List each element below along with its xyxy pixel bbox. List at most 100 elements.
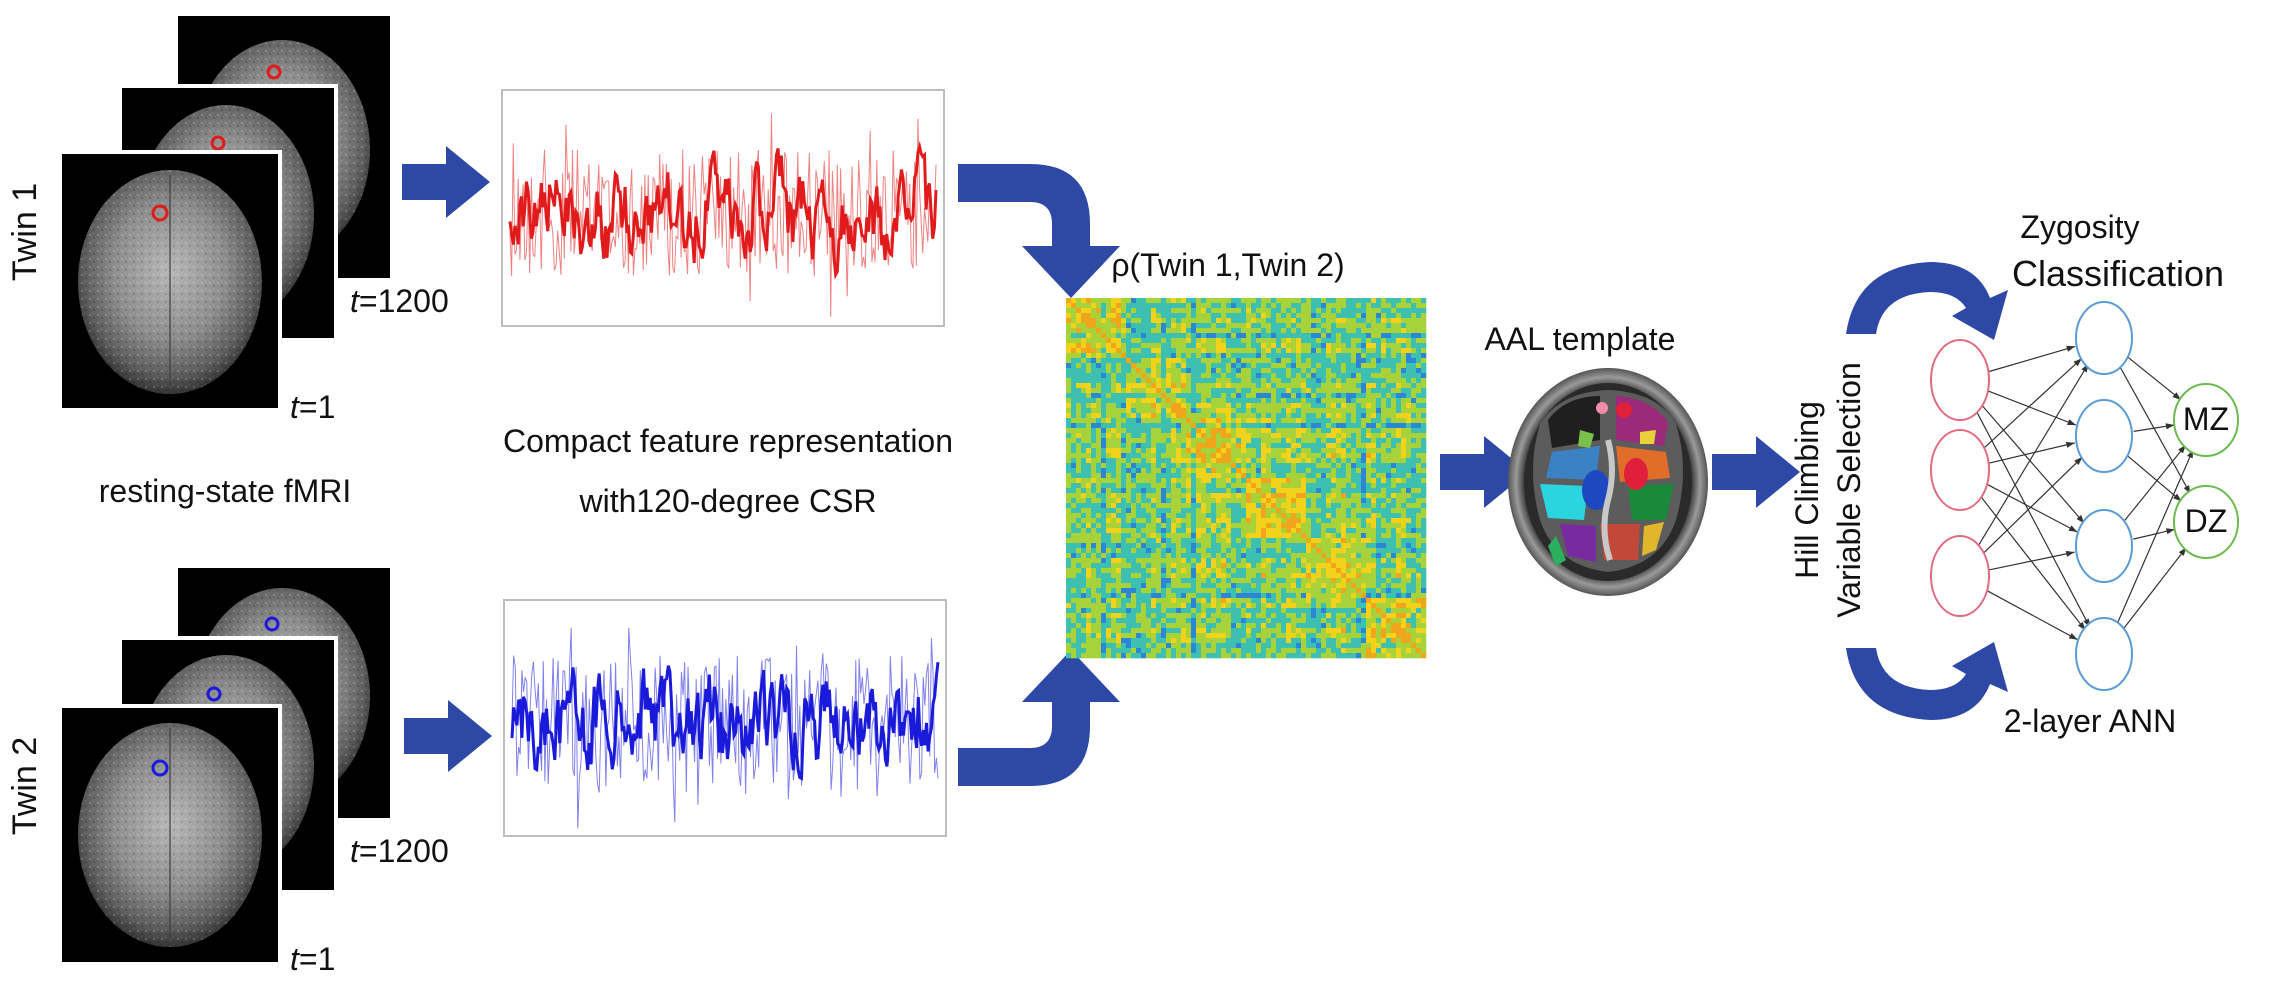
- matrix-cell: [1256, 638, 1262, 644]
- matrix-cell: [1371, 523, 1377, 529]
- matrix-cell: [1251, 383, 1257, 389]
- matrix-cell: [1416, 303, 1422, 309]
- matrix-cell: [1391, 463, 1397, 469]
- matrix-cell: [1251, 603, 1257, 609]
- matrix-cell: [1361, 503, 1367, 509]
- matrix-cell: [1136, 623, 1142, 629]
- matrix-cell: [1221, 588, 1227, 594]
- matrix-cell: [1291, 328, 1297, 334]
- matrix-cell: [1256, 358, 1262, 364]
- matrix-cell: [1116, 613, 1122, 619]
- matrix-cell: [1246, 473, 1252, 479]
- matrix-cell: [1116, 523, 1122, 529]
- matrix-cell: [1396, 303, 1402, 309]
- matrix-cell: [1111, 548, 1117, 554]
- matrix-cell: [1281, 643, 1287, 649]
- matrix-cell: [1371, 548, 1377, 554]
- matrix-cell: [1331, 413, 1337, 419]
- matrix-cell: [1326, 363, 1332, 369]
- matrix-cell: [1366, 573, 1372, 579]
- matrix-cell: [1226, 633, 1232, 639]
- matrix-cell: [1236, 538, 1242, 544]
- matrix-cell: [1131, 453, 1137, 459]
- matrix-cell: [1371, 573, 1377, 579]
- matrix-cell: [1281, 528, 1287, 534]
- matrix-cell: [1106, 513, 1112, 519]
- matrix-cell: [1196, 533, 1202, 539]
- matrix-cell: [1121, 523, 1127, 529]
- matrix-cell: [1106, 298, 1112, 304]
- matrix-cell: [1131, 298, 1137, 304]
- matrix-cell: [1301, 583, 1307, 589]
- matrix-cell: [1266, 443, 1272, 449]
- matrix-cell: [1391, 563, 1397, 569]
- matrix-cell: [1361, 508, 1367, 514]
- matrix-cell: [1111, 463, 1117, 469]
- matrix-cell: [1261, 373, 1267, 379]
- matrix-cell: [1091, 553, 1097, 559]
- matrix-cell: [1126, 438, 1132, 444]
- matrix-cell: [1256, 373, 1262, 379]
- matrix-cell: [1161, 563, 1167, 569]
- matrix-cell: [1146, 608, 1152, 614]
- matrix-cell: [1411, 333, 1417, 339]
- matrix-cell: [1136, 498, 1142, 504]
- matrix-cell: [1301, 558, 1307, 564]
- matrix-cell: [1206, 493, 1212, 499]
- matrix-cell: [1111, 618, 1117, 624]
- matrix-cell: [1116, 463, 1122, 469]
- matrix-cell: [1311, 353, 1317, 359]
- matrix-cell: [1136, 423, 1142, 429]
- matrix-cell: [1231, 593, 1237, 599]
- matrix-cell: [1156, 613, 1162, 619]
- matrix-cell: [1066, 513, 1072, 519]
- matrix-cell: [1311, 563, 1317, 569]
- matrix-cell: [1401, 303, 1407, 309]
- matrix-cell: [1126, 443, 1132, 449]
- matrix-cell: [1071, 488, 1077, 494]
- matrix-cell: [1096, 488, 1102, 494]
- matrix-cell: [1181, 598, 1187, 604]
- matrix-cell: [1371, 403, 1377, 409]
- matrix-cell: [1361, 488, 1367, 494]
- matrix-cell: [1076, 398, 1082, 404]
- matrix-cell: [1406, 578, 1412, 584]
- matrix-cell: [1321, 448, 1327, 454]
- matrix-cell: [1146, 568, 1152, 574]
- matrix-cell: [1131, 478, 1137, 484]
- matrix-cell: [1376, 618, 1382, 624]
- matrix-cell: [1386, 323, 1392, 329]
- matrix-cell: [1291, 643, 1297, 649]
- matrix-cell: [1341, 553, 1347, 559]
- matrix-cell: [1291, 403, 1297, 409]
- matrix-cell: [1146, 518, 1152, 524]
- matrix-cell: [1281, 383, 1287, 389]
- matrix-cell: [1141, 468, 1147, 474]
- matrix-cell: [1251, 443, 1257, 449]
- matrix-cell: [1386, 628, 1392, 634]
- matrix-cell: [1316, 448, 1322, 454]
- matrix-cell: [1261, 458, 1267, 464]
- matrix-cell: [1251, 393, 1257, 399]
- matrix-cell: [1341, 398, 1347, 404]
- matrix-cell: [1331, 448, 1337, 454]
- matrix-cell: [1186, 428, 1192, 434]
- matrix-cell: [1326, 543, 1332, 549]
- matrix-cell: [1181, 418, 1187, 424]
- matrix-cell: [1211, 568, 1217, 574]
- matrix-cell: [1126, 513, 1132, 519]
- matrix-cell: [1176, 303, 1182, 309]
- matrix-cell: [1391, 628, 1397, 634]
- matrix-cell: [1141, 408, 1147, 414]
- matrix-cell: [1326, 438, 1332, 444]
- matrix-cell: [1346, 483, 1352, 489]
- matrix-cell: [1101, 368, 1107, 374]
- matrix-cell: [1146, 438, 1152, 444]
- matrix-cell: [1091, 428, 1097, 434]
- matrix-cell: [1241, 513, 1247, 519]
- matrix-cell: [1141, 338, 1147, 344]
- matrix-cell: [1171, 528, 1177, 534]
- matrix-cell: [1371, 393, 1377, 399]
- matrix-cell: [1101, 358, 1107, 364]
- matrix-cell: [1126, 383, 1132, 389]
